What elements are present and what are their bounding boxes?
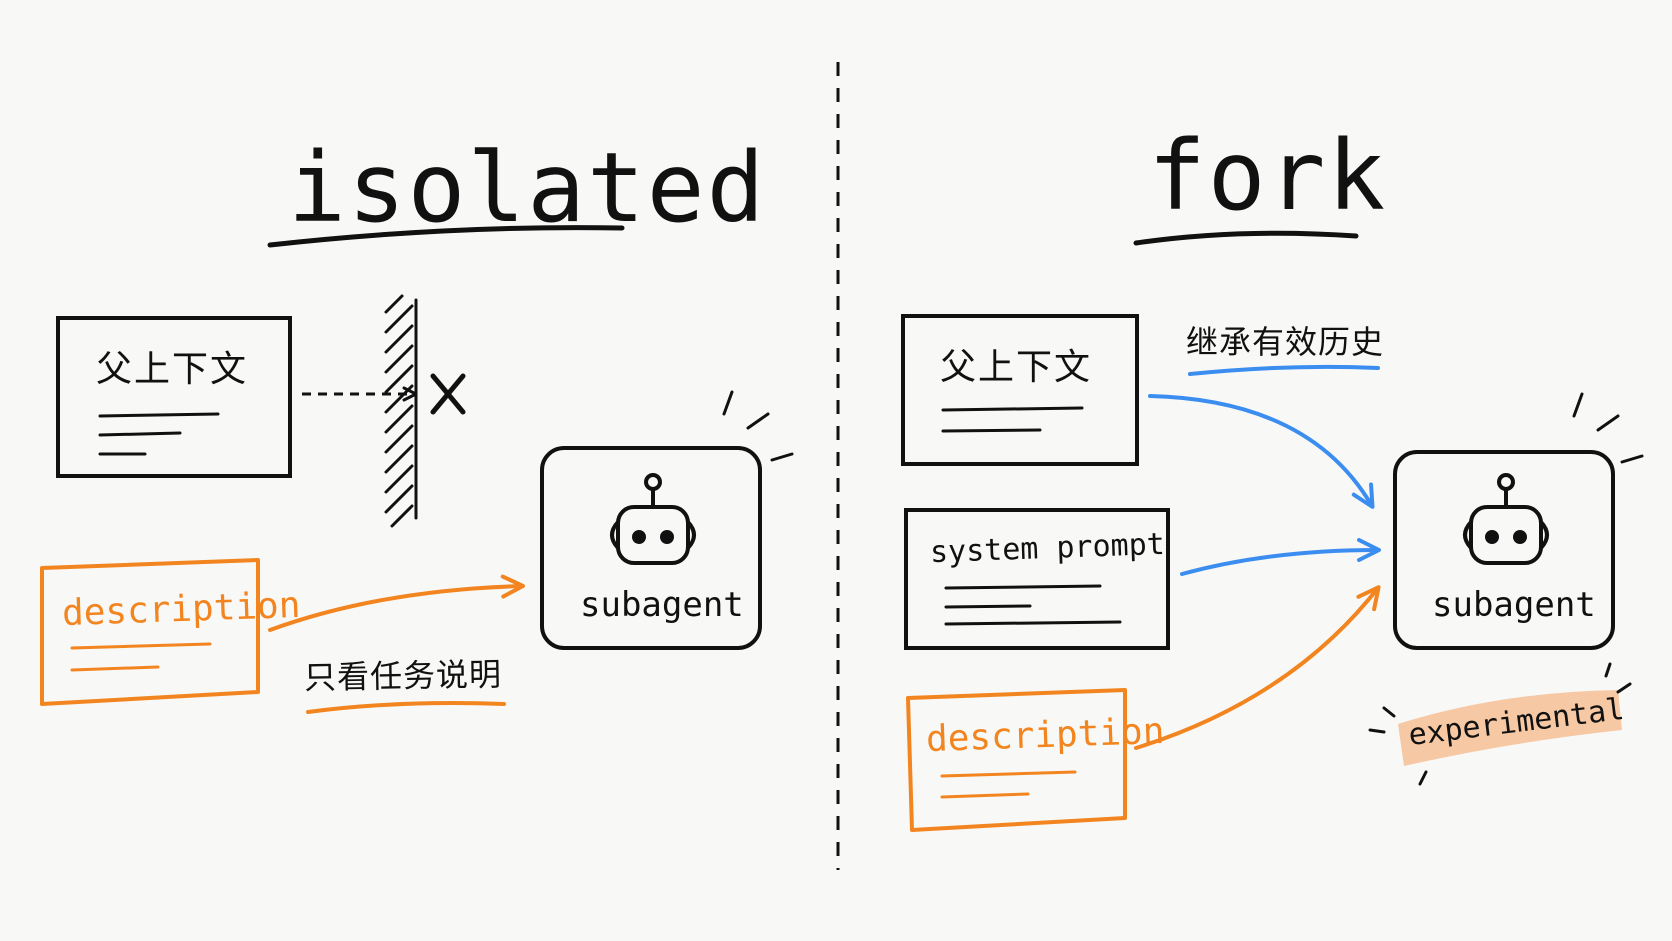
system-prompt-label: system prompt	[929, 526, 1166, 571]
isolated-note-label: 只看任务说明	[303, 655, 503, 697]
fork-subagent-box	[1393, 392, 1644, 650]
fork-parent-context-arrow	[1148, 394, 1375, 509]
fork-description-label: description	[925, 710, 1166, 761]
isolated-note-underline	[306, 701, 506, 714]
robot-icon	[1463, 473, 1549, 565]
isolated-subagent-box	[540, 390, 794, 650]
isolated-description-arrow	[268, 574, 525, 632]
fork-system-prompt-arrow	[1180, 538, 1381, 576]
fork-title: fork	[1148, 120, 1388, 232]
isolated-parent-context-box	[56, 316, 292, 478]
inherit-note-underline	[1188, 364, 1380, 376]
isolated-description-label: description	[61, 584, 302, 635]
isolated-parent-context-label: 父上下文	[96, 349, 249, 390]
isolated-title-underline	[267, 225, 625, 248]
isolated-title: isolated	[288, 132, 767, 244]
fork-parent-context-label: 父上下文	[940, 347, 1093, 388]
isolated-subagent-label: subagent	[580, 585, 744, 625]
isolated-description-box	[40, 558, 260, 706]
system-prompt-box	[904, 508, 1170, 650]
fork-title-underline	[1133, 230, 1359, 246]
inherit-note-label: 继承有效历史	[1186, 323, 1385, 361]
blocked-x-icon	[430, 373, 466, 415]
fork-subagent-label: subagent	[1432, 585, 1596, 625]
robot-icon	[610, 473, 696, 565]
experimental-badge-highlight	[1368, 662, 1632, 786]
fork-description-arrow	[1134, 585, 1381, 750]
fork-description-box	[906, 688, 1127, 832]
fork-parent-context-box	[901, 314, 1139, 466]
wall-barrier	[384, 294, 418, 528]
